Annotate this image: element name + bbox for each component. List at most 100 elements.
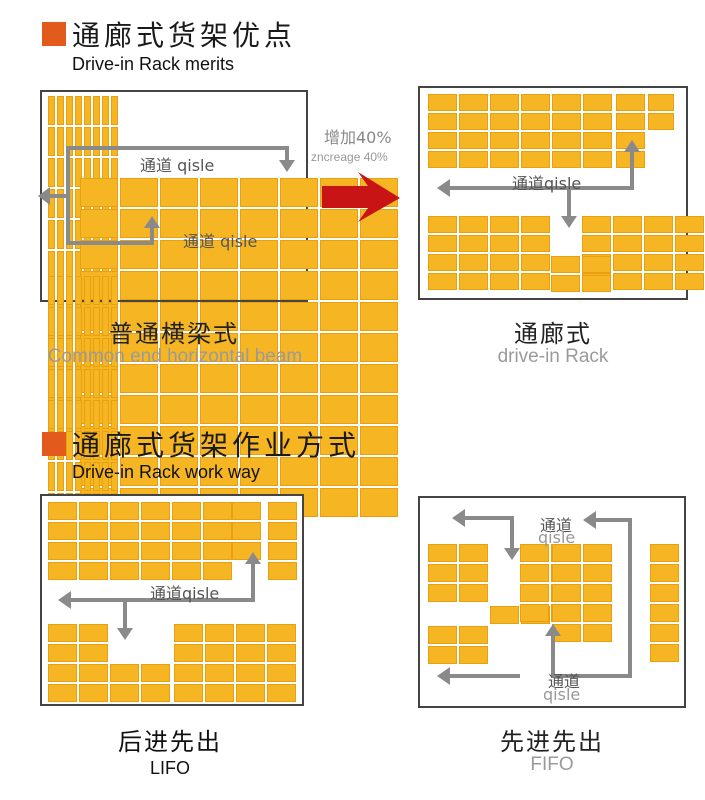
pallet [203, 562, 232, 580]
pallet [84, 307, 91, 336]
pallet [675, 235, 704, 252]
pallet [111, 96, 118, 125]
pallet-block [648, 94, 676, 132]
common-caption-cn: 普通横梁式 [109, 320, 239, 348]
pallet [80, 178, 118, 207]
pallet [66, 127, 73, 156]
pallet [232, 502, 261, 520]
pallet [280, 240, 318, 269]
pallet [268, 562, 297, 580]
pallet [174, 644, 203, 662]
pallet [48, 96, 55, 125]
pallet [120, 426, 158, 455]
pallet [48, 276, 55, 305]
pallet [490, 606, 519, 624]
pallet [120, 178, 158, 207]
pallet-block [232, 502, 263, 562]
pallet [521, 94, 550, 111]
pallet [360, 395, 398, 424]
fifo-caption-en: FIFO [530, 754, 574, 775]
pallet [236, 624, 265, 642]
pallet [459, 564, 488, 582]
pallet [583, 544, 612, 562]
pallet [520, 604, 549, 622]
pallet [111, 462, 118, 491]
pallet [174, 624, 203, 642]
pallet [57, 338, 64, 367]
pallet [320, 426, 358, 455]
pallet [582, 256, 611, 273]
pallet [280, 395, 318, 424]
pallet [57, 251, 64, 280]
drivein-aisle-label: 通道qisle [512, 174, 582, 193]
pallet [84, 127, 91, 156]
pallet [320, 302, 358, 331]
section2-title: 通廊式货架作业方式 [72, 429, 361, 462]
pallet [66, 96, 73, 125]
pallet [93, 127, 100, 156]
pallet [205, 664, 234, 682]
pallet [160, 395, 198, 424]
pallet [172, 562, 201, 580]
pallet [75, 431, 82, 460]
pallet [459, 132, 488, 149]
pallet [490, 235, 519, 252]
pallet [459, 626, 488, 644]
pallet [521, 151, 550, 168]
pallet [160, 333, 198, 362]
pallet [93, 96, 100, 125]
pallet [551, 256, 580, 273]
pallet [459, 151, 488, 168]
pallet [48, 127, 55, 156]
pallet [360, 488, 398, 517]
pallet [360, 333, 398, 362]
pallet [57, 307, 64, 336]
pallet [644, 254, 673, 271]
pallet [648, 113, 674, 130]
pallet [552, 132, 581, 149]
pallet [205, 624, 234, 642]
pallet [48, 400, 55, 429]
pallet [93, 307, 100, 336]
lifo-aisle-label: 通道qisle [150, 584, 220, 603]
drivein-caption-en: drive-in Rack [497, 346, 609, 367]
pallet [360, 364, 398, 393]
pallet [320, 240, 358, 269]
pallet [490, 151, 519, 168]
pallet [93, 369, 100, 398]
pallet [57, 96, 64, 125]
pallet [644, 216, 673, 233]
pallet [320, 364, 358, 393]
pallet-block [110, 664, 172, 704]
pallet [48, 624, 77, 642]
pallet-block [174, 624, 298, 704]
pallet [57, 158, 64, 187]
pallet [110, 522, 139, 540]
pallet [428, 216, 457, 233]
pallet [268, 522, 297, 540]
pallet [240, 364, 278, 393]
pallet-block [268, 502, 299, 582]
pallet [84, 400, 91, 429]
pallet [79, 562, 108, 580]
section2-subtitle: Drive-in Rack work way [72, 462, 261, 482]
pallet [583, 113, 612, 130]
pallet [236, 664, 265, 682]
pallet [650, 604, 679, 622]
pallet [160, 302, 198, 331]
pallet [459, 584, 488, 602]
pallet [79, 542, 108, 560]
pallet [75, 400, 82, 429]
pallet [57, 127, 64, 156]
pallet [428, 254, 457, 271]
pallet [205, 684, 234, 702]
pallet [650, 544, 679, 562]
pallet [48, 522, 77, 540]
fifo-aisle-label-bottom-en: qisle [543, 685, 581, 704]
pallet [552, 94, 581, 111]
pallet [57, 220, 64, 249]
pallet [79, 522, 108, 540]
pallet-block [428, 94, 614, 170]
pallet [582, 216, 611, 233]
pallet [75, 462, 82, 491]
